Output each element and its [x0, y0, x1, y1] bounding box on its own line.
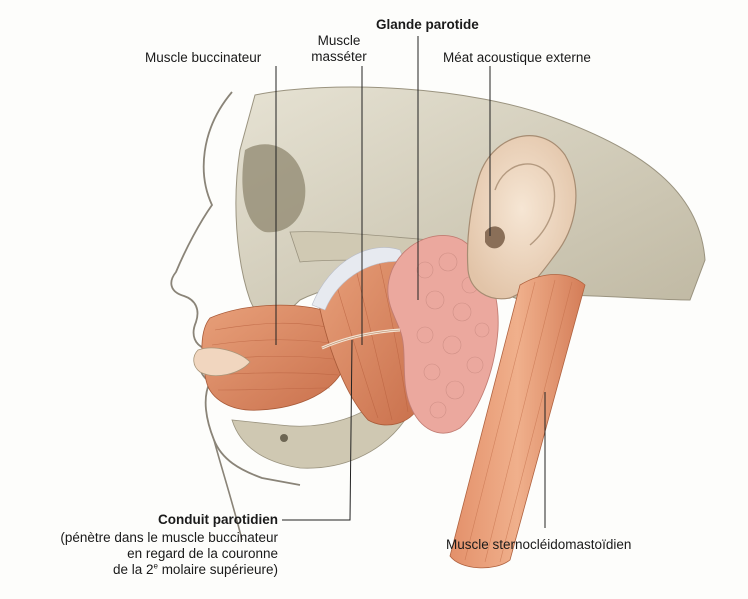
- label-muscle-masseter-line2: masséter: [310, 49, 368, 65]
- mental-foramen: [280, 434, 288, 442]
- label-meat-acoustique: Méat acoustique externe: [443, 50, 591, 66]
- label-conduit-desc: (pénètre dans le muscle buccinateur en r…: [30, 530, 278, 578]
- label-muscle-masseter-line1: Muscle: [310, 33, 368, 49]
- label-conduit-desc-line2: en regard de la couronne: [30, 546, 278, 562]
- label-conduit-desc-line1: (pénètre dans le muscle buccinateur: [30, 530, 278, 546]
- label-sterno: Muscle sternocléidomastoïdien: [446, 537, 631, 553]
- label-muscle-masseter: Muscle masséter: [310, 33, 368, 65]
- label-muscle-buccinateur: Muscle buccinateur: [145, 50, 261, 66]
- label-glande-parotide: Glande parotide: [376, 17, 479, 33]
- label-conduit-title: Conduit parotidien: [80, 512, 278, 528]
- label-conduit-desc-line3: de la 2e molaire supérieure): [30, 562, 278, 578]
